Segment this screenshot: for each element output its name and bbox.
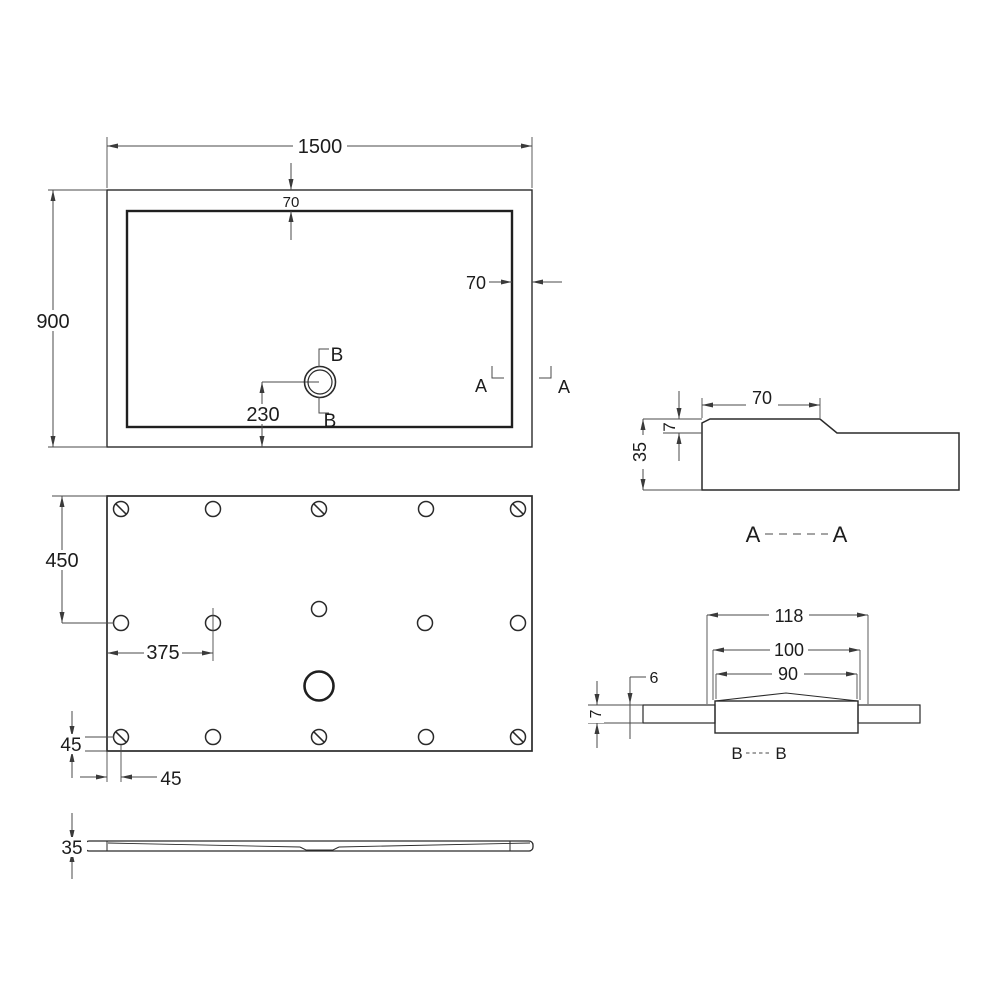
section-a-letter-left: A <box>475 376 487 396</box>
section-b-base-right <box>857 704 921 724</box>
waste-hole <box>303 670 335 702</box>
screw-slot <box>115 503 127 515</box>
screw-slot <box>115 731 127 743</box>
screw-hole <box>509 500 527 518</box>
dim-overall-depth: 900 <box>36 311 69 333</box>
dim-text-mask <box>57 734 85 754</box>
mounting-hole <box>416 614 434 632</box>
dim-rim-step-depth: 7 <box>660 422 679 431</box>
mounting-hole <box>509 614 527 632</box>
mounting-hole <box>204 500 222 518</box>
screw-hole <box>310 500 328 518</box>
dim-right-rim: 70 <box>466 273 486 293</box>
dim-horizontal-edge-offset: 45 <box>160 769 181 790</box>
dim-recess-middle: 100 <box>774 640 804 660</box>
dim-text-mask <box>462 271 490 291</box>
dim-text-mask <box>43 550 81 570</box>
dim-text-mask <box>34 310 72 331</box>
profile-waste-recess <box>299 846 340 851</box>
dim-vertical-edge-offset: 45 <box>60 735 81 756</box>
dim-text-mask <box>279 194 303 208</box>
section-a-cut-mark-right <box>539 366 552 379</box>
dim-row-spacing: 450 <box>45 550 78 572</box>
dim-text-mask <box>746 388 778 408</box>
section-b-cut-mark-top <box>318 348 329 367</box>
section-b-cut-mark-bottom <box>318 397 329 414</box>
section-b-label-left: B <box>731 744 742 763</box>
section-a-label-right: A <box>833 522 848 547</box>
plan-view: 1500 900 70 70 230 B B A A <box>34 136 570 448</box>
dim-recess-inner: 90 <box>778 664 798 684</box>
hole-row-top <box>112 500 527 518</box>
dim-text-mask <box>293 136 347 156</box>
screw-hole <box>509 728 527 746</box>
screw-slot <box>512 503 524 515</box>
waste-dome-profile <box>714 692 859 702</box>
dim-text-mask <box>57 837 87 857</box>
dim-text-mask <box>144 642 182 662</box>
dim-text-mask <box>245 404 281 424</box>
mounting-hole <box>204 728 222 746</box>
section-a-letter-right: A <box>558 377 570 397</box>
dim-waste-to-edge: 230 <box>246 404 279 426</box>
section-a-body <box>701 418 960 491</box>
dim-text-mask <box>770 641 808 659</box>
section-b-base-left <box>642 704 716 724</box>
section-b-view: 118 100 90 6 7 B B <box>588 605 921 763</box>
section-a-cut-mark-left <box>491 366 504 379</box>
profile-floor-slope-left <box>107 842 301 848</box>
dim-base-thickness: 7 <box>588 709 605 718</box>
underside-view: 450 375 45 45 <box>43 495 533 790</box>
dim-dome-rise: 6 <box>650 670 659 687</box>
plan-outer-edge <box>106 189 533 448</box>
dim-overall-width: 1500 <box>298 136 343 158</box>
waste-outlet-outer <box>303 365 337 399</box>
mounting-hole <box>310 600 328 618</box>
section-a-label-left: A <box>746 522 761 547</box>
section-b-letter-top: B <box>331 345 344 366</box>
profile-view: 35 <box>57 813 534 879</box>
mounting-hole <box>417 728 435 746</box>
dim-tray-height: 35 <box>61 838 82 859</box>
dim-text-mask <box>630 435 650 469</box>
mounting-hole <box>112 614 130 632</box>
dim-text-mask <box>772 665 804 683</box>
screw-hole <box>112 500 130 518</box>
dim-text-mask <box>769 605 809 625</box>
screw-slot <box>313 731 325 743</box>
dim-column-spacing: 375 <box>146 642 179 664</box>
dim-section-a-height: 35 <box>630 442 650 462</box>
section-b-label-right: B <box>775 744 786 763</box>
dim-recess-outer: 118 <box>775 606 804 626</box>
dim-rim-width: 70 <box>752 388 772 408</box>
waste-recess-box <box>714 700 859 734</box>
screw-slot <box>313 503 325 515</box>
dim-top-rim: 70 <box>283 194 300 211</box>
screw-slot <box>512 731 524 743</box>
waste-outlet-inner <box>307 369 333 395</box>
dim-text-mask <box>588 706 604 723</box>
hole-row-bottom <box>112 728 527 746</box>
hole-row-middle <box>112 600 527 632</box>
section-a-view: 70 7 35 A A <box>630 388 960 547</box>
profile-floor-slope-right <box>338 842 531 848</box>
underside-outline <box>106 495 533 752</box>
section-b-letter-bottom: B <box>324 411 337 432</box>
plan-inner-edge <box>125 209 514 429</box>
mounting-hole <box>417 500 435 518</box>
screw-hole <box>310 728 328 746</box>
